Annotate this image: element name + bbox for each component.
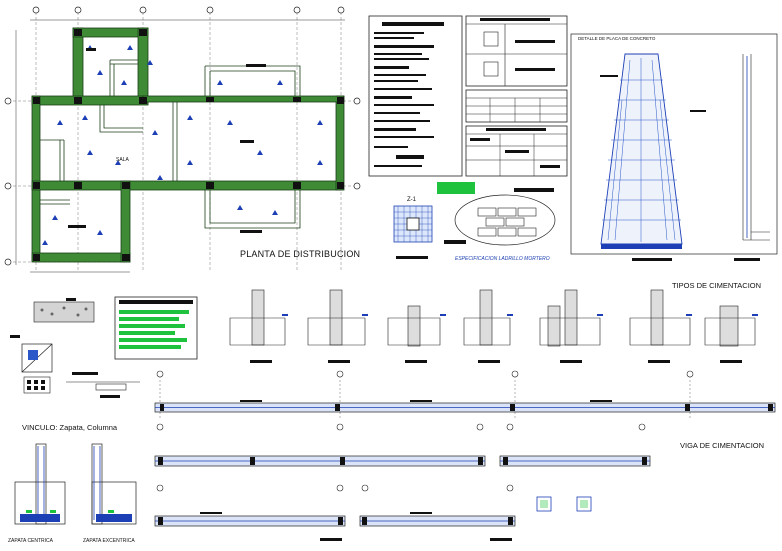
masonry-spec-label: ESPECIFICACION LADRILLO MORTERO xyxy=(455,256,550,262)
foundation-types xyxy=(229,289,758,363)
foundation-types-title: TIPOS DE CIMENTACION xyxy=(672,281,762,290)
eccentric-footing-label: ZAPATA EXCENTRICA xyxy=(83,538,135,544)
slab-detail-title: DETALLE DE PLACA DE CONCRETO xyxy=(578,36,656,41)
joint-title: VINCULO: Zapata, Columna xyxy=(22,423,118,432)
footing-sections xyxy=(14,443,137,525)
centric-footing-label: ZAPATA CENTRICA xyxy=(8,538,54,544)
floor-plan: SALA xyxy=(4,6,361,273)
foundation-beams xyxy=(154,370,776,541)
spec-tables xyxy=(368,15,568,177)
plan-title: PLANTA DE DISTRIBUCION xyxy=(240,249,361,259)
plan-room-label: SALA xyxy=(116,157,129,163)
slab-detail: DETALLE DE PLACA DE CONCRETO xyxy=(570,33,778,261)
legend-bars xyxy=(119,310,189,349)
masonry-spec: ESPECIFICACION LADRILLO MORTERO xyxy=(437,182,556,262)
left-details xyxy=(10,296,198,398)
rebar-markers xyxy=(42,45,323,245)
footing-mark: Z-1 xyxy=(407,197,417,203)
foundation-beam-title: VIGA DE CIMENTACION xyxy=(680,441,765,450)
footing-z1: Z-1 xyxy=(393,197,433,259)
